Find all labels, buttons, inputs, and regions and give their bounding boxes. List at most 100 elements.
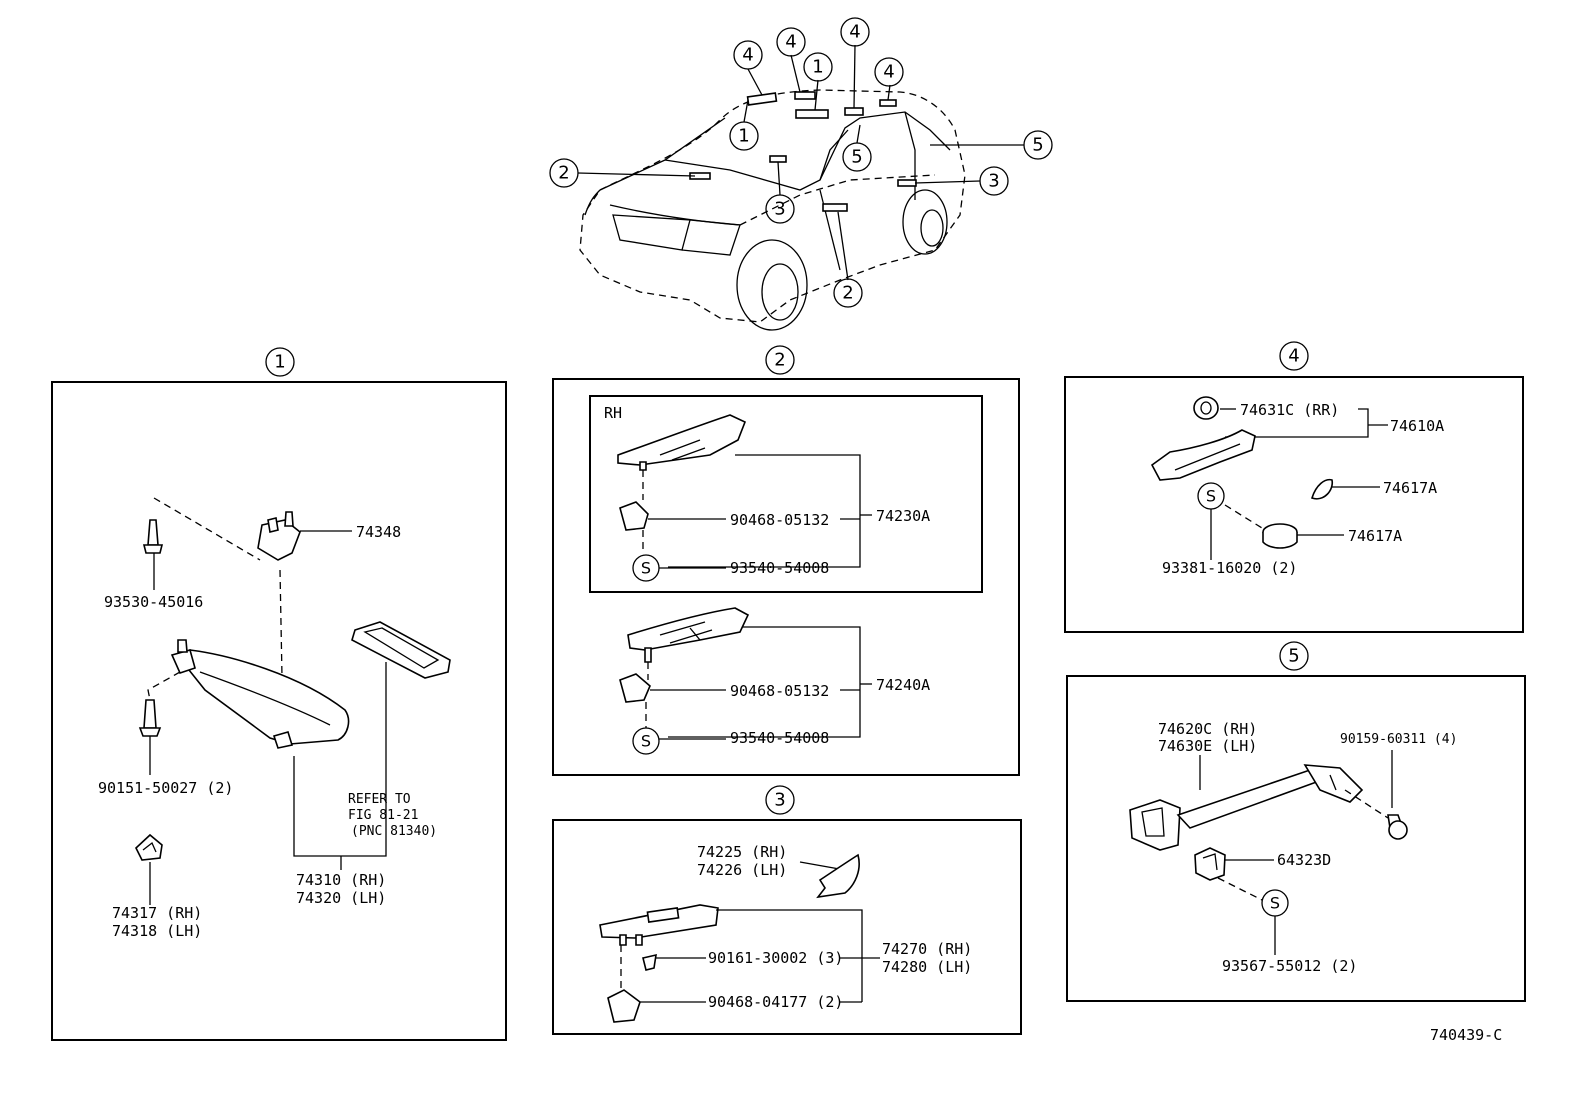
s-mark: S <box>1206 487 1216 506</box>
section-5: 5 74620C (RH) 74630E (LH) 90159-60311 (4… <box>1066 641 1526 1002</box>
refer-line-2: FIG 81-21 <box>348 808 418 823</box>
cover-74617A-b <box>1262 523 1298 549</box>
s-mark: S <box>1270 894 1280 913</box>
section-3-number: 3 <box>774 790 785 811</box>
label-74270: 74270 (RH) <box>882 940 972 958</box>
refer-line-3: (PNC 81340) <box>351 824 437 839</box>
cover-74617A-a <box>1311 478 1334 500</box>
section-4-box <box>1064 376 1524 633</box>
svg-text:1: 1 <box>812 57 823 78</box>
callout-3: 3 <box>979 166 1009 196</box>
svg-text:3: 3 <box>988 171 999 192</box>
label-93540-b: 93540-54008 <box>730 729 829 747</box>
section-1-box <box>51 381 507 1041</box>
svg-text:5: 5 <box>1032 135 1043 156</box>
grip-74620C <box>1129 764 1364 851</box>
vehicle-overview <box>577 44 1024 331</box>
label-74630E: 74630E (LH) <box>1158 737 1257 755</box>
refer-line-1: REFER TO <box>348 792 411 807</box>
section-1-number: 1 <box>274 352 285 373</box>
clip-74317 <box>135 833 163 861</box>
clip-90468-b <box>619 673 651 703</box>
label-64323D: 64323D <box>1277 851 1331 869</box>
callout-2: 2 <box>549 158 579 188</box>
label-93381: 93381-16020 (2) <box>1162 559 1297 577</box>
sun-visor <box>170 639 350 749</box>
callout-5: 5 <box>842 142 872 172</box>
section-1: 1 93530-45016 74348 <box>51 347 507 1041</box>
callout-1: 1 <box>729 121 759 151</box>
screw-90161 <box>642 953 657 971</box>
svg-text:2: 2 <box>558 163 569 184</box>
label-74226: 74226 (LH) <box>697 861 787 879</box>
label-93530: 93530-45016 <box>104 593 203 611</box>
svg-text:4: 4 <box>849 22 860 43</box>
callout-3: 3 <box>765 194 795 224</box>
callout-1: 1 <box>803 52 833 82</box>
cap-74631C <box>1193 396 1219 420</box>
screw-90151 <box>138 699 162 737</box>
label-90468-a: 90468-05132 <box>730 511 829 529</box>
clip-64323D <box>1194 847 1226 881</box>
trim-74240A <box>627 607 750 663</box>
svg-text:1: 1 <box>738 126 749 147</box>
section-2-box <box>552 378 1020 776</box>
screw-90159 <box>1387 814 1408 840</box>
label-93567: 93567-55012 (2) <box>1222 957 1357 975</box>
label-74610A: 74610A <box>1390 417 1444 435</box>
rh-label: RH <box>604 404 622 422</box>
holder-74348 <box>257 511 301 561</box>
clip-90468-a <box>619 501 649 531</box>
svg-text:4: 4 <box>785 32 796 53</box>
section-2-rh-box <box>589 395 983 593</box>
cover-74225 <box>816 853 860 899</box>
section-4-number: 4 <box>1288 346 1299 367</box>
svg-text:4: 4 <box>883 62 894 83</box>
label-90468-c: 90468-04177 (2) <box>708 993 843 1011</box>
section-3: 3 74225 (RH) 74226 (LH) 90161-30002 (3) … <box>552 785 1022 1035</box>
callout-5: 5 <box>1023 130 1053 160</box>
label-93540-a: 93540-54008 <box>730 559 829 577</box>
section-5-number: 5 <box>1288 646 1299 667</box>
callout-4: 4 <box>733 40 763 70</box>
callout-2: 2 <box>833 278 863 308</box>
label-74318: 74318 (LH) <box>112 922 202 940</box>
callout-4: 4 <box>840 17 870 47</box>
label-74225: 74225 (RH) <box>697 843 787 861</box>
label-74310: 74310 (RH) <box>296 871 386 889</box>
label-74280: 74280 (LH) <box>882 958 972 976</box>
s-mark: S <box>641 559 651 578</box>
svg-text:3: 3 <box>774 199 785 220</box>
label-74620C: 74620C (RH) <box>1158 720 1257 738</box>
label-90159: 90159-60311 (4) <box>1340 732 1457 747</box>
callout-4: 4 <box>874 57 904 87</box>
section-2: 2 RH 90468-05132 74230A S 93540-54008 <box>552 345 1020 776</box>
trim-74270 <box>599 904 719 946</box>
label-90151: 90151-50027 (2) <box>98 779 233 797</box>
s-mark: S <box>641 732 651 751</box>
label-74230A: 74230A <box>876 507 930 525</box>
mirror-cover <box>351 621 451 679</box>
label-74617A-a: 74617A <box>1383 479 1437 497</box>
label-90161: 90161-30002 (3) <box>708 949 843 967</box>
label-74348: 74348 <box>356 523 401 541</box>
svg-text:5: 5 <box>851 147 862 168</box>
label-90468-b: 90468-05132 <box>730 682 829 700</box>
svg-text:4: 4 <box>742 45 753 66</box>
label-74240A: 74240A <box>876 676 930 694</box>
label-74631C: 74631C (RR) <box>1240 401 1339 419</box>
section-4: 4 74631C (RR) 74610A S 93381-16020 (2) 7… <box>1064 341 1524 633</box>
screw-93530 <box>142 519 164 554</box>
trim-74230A <box>617 414 747 471</box>
section-2-number: 2 <box>774 350 785 371</box>
callout-4: 4 <box>776 27 806 57</box>
label-74320: 74320 (LH) <box>296 889 386 907</box>
section-3-box <box>552 819 1022 1035</box>
grip-74610A <box>1150 429 1256 481</box>
label-74617A-b: 74617A <box>1348 527 1402 545</box>
label-74317: 74317 (RH) <box>112 904 202 922</box>
section-5-box <box>1066 675 1526 1002</box>
svg-text:2: 2 <box>842 283 853 304</box>
clip-90468-c <box>607 989 641 1023</box>
